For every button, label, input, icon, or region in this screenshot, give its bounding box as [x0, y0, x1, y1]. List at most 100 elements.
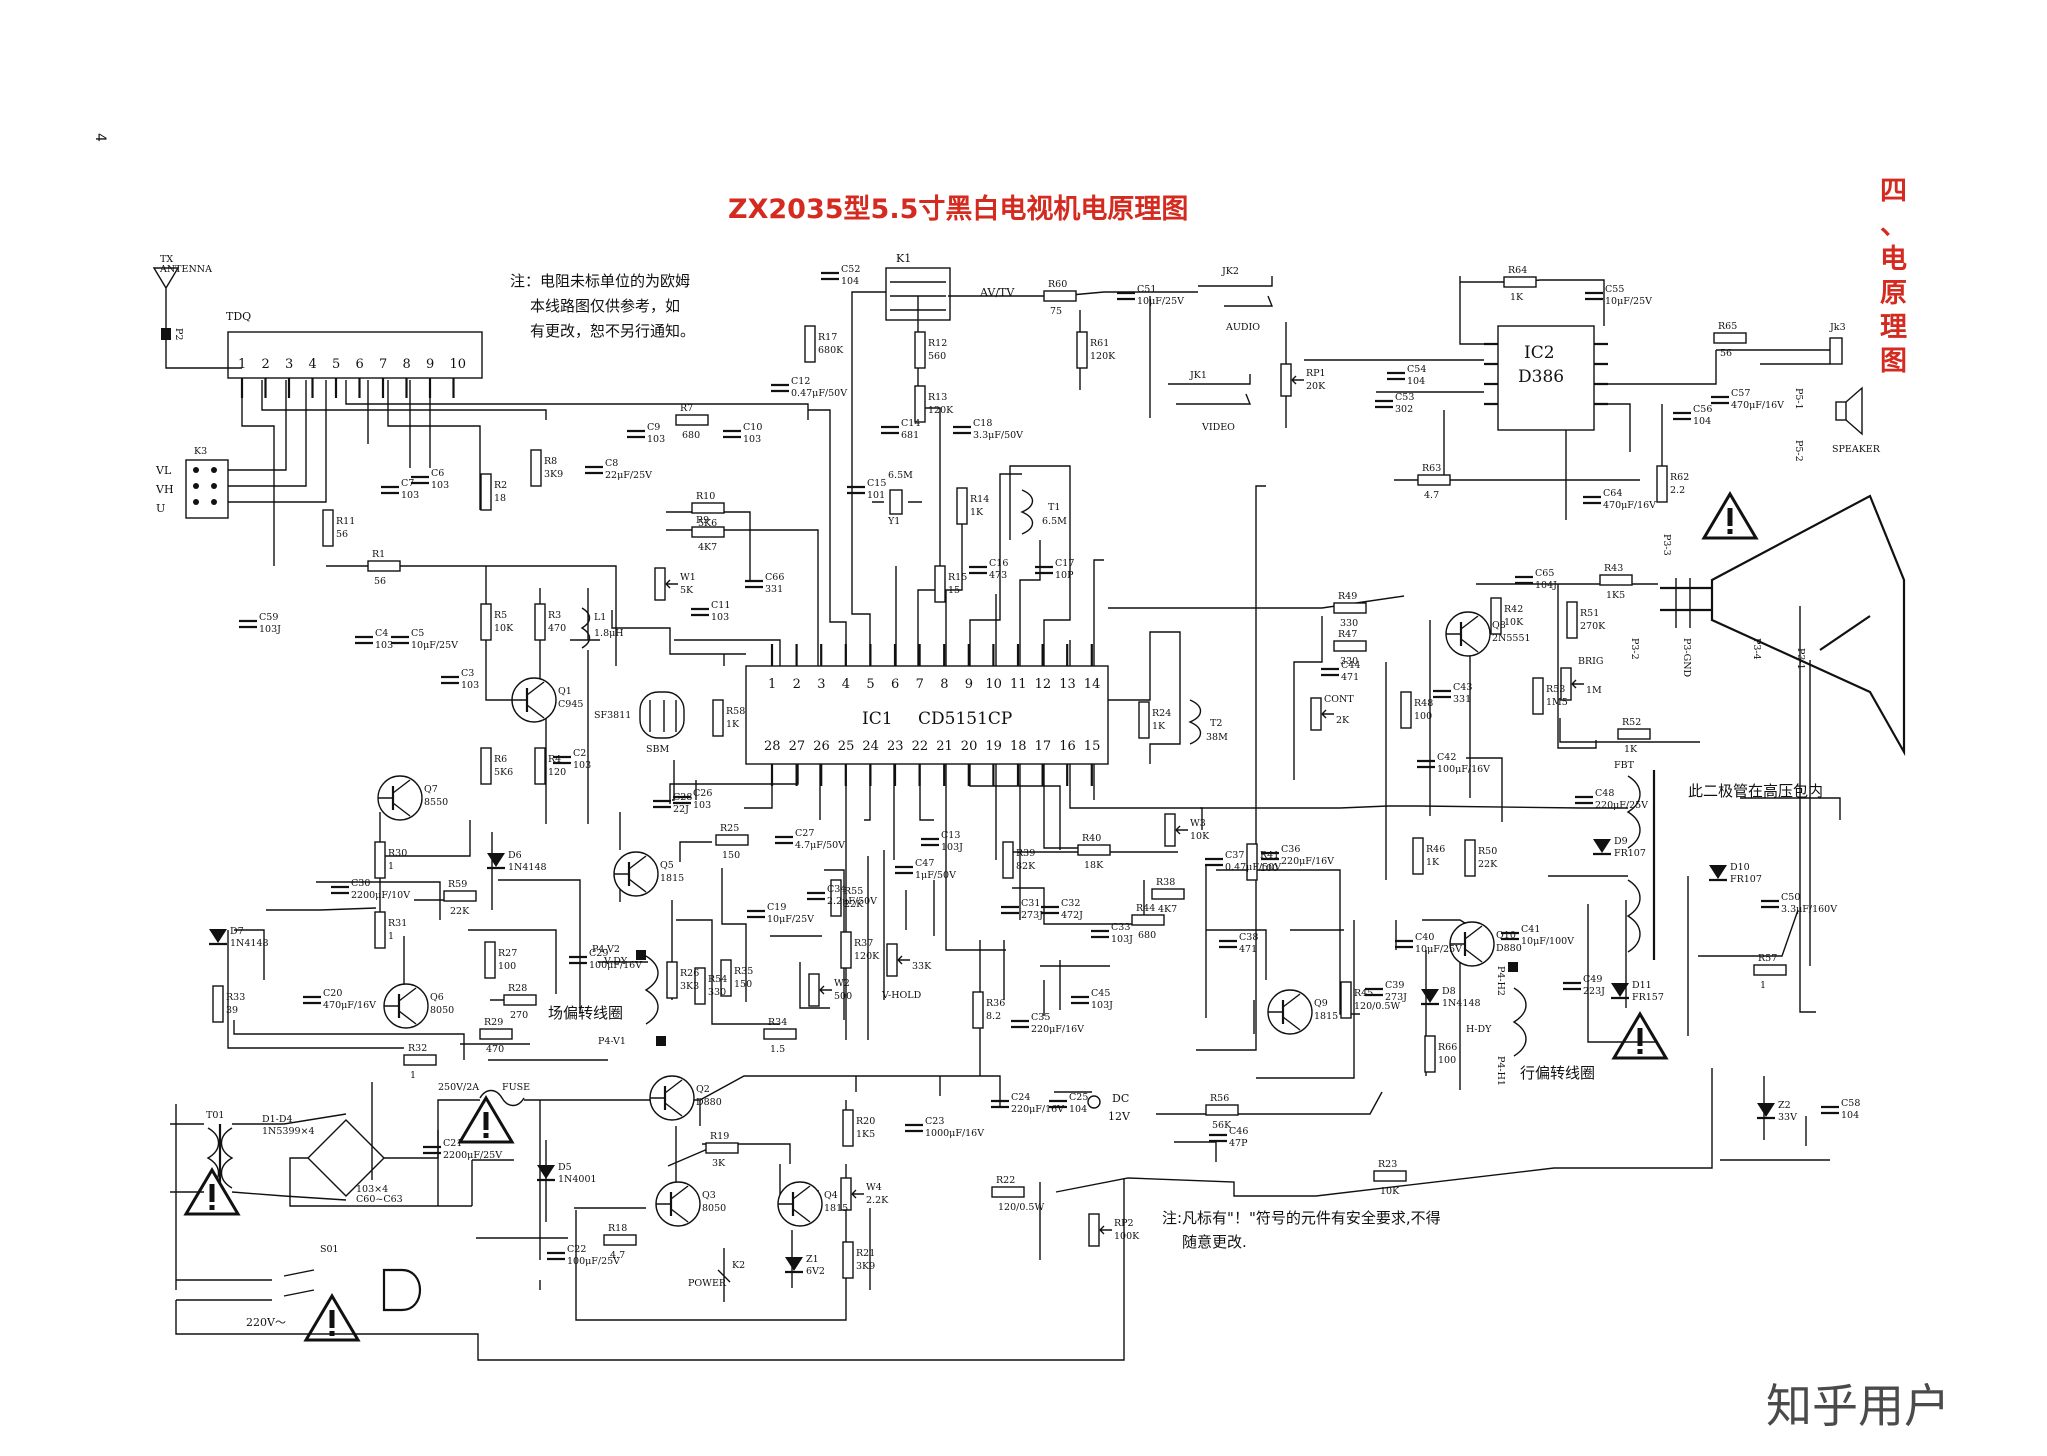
capacitor-ref: C49: [1583, 974, 1602, 985]
p4-v1-label: P4-V1: [598, 1036, 626, 1047]
resistor-value: 1K: [1510, 292, 1524, 303]
video-jack[interactable]: JK1 VIDEO: [1168, 370, 1252, 433]
t1-freq: 6.5M: [1042, 516, 1067, 527]
capacitor-ref: C29: [589, 948, 608, 959]
capacitor-ref: C21: [443, 1138, 462, 1149]
capacitor: [423, 1145, 441, 1155]
capacitor: [691, 607, 709, 617]
resistor-value: 120: [548, 767, 566, 778]
earphone-jack[interactable]: Jk3: [1716, 322, 1846, 365]
capacitor-value: 104: [1069, 1104, 1087, 1115]
capacitor: [771, 383, 789, 393]
diode: [1593, 839, 1611, 856]
resistor: [804, 325, 816, 363]
capacitor-ref: C36: [1281, 844, 1300, 855]
h-dy-label: H-DY: [1466, 1024, 1492, 1035]
resistor-value: 680: [682, 430, 700, 441]
resistor-value: 1K: [1426, 857, 1440, 868]
resistor-ref: R13: [928, 392, 947, 403]
capacitor-ref: C11: [711, 600, 730, 611]
resistor: [1424, 1035, 1436, 1073]
audio-jack[interactable]: JK2 AUDIO: [1198, 266, 1274, 333]
pot-ref: RP2: [1114, 1218, 1134, 1229]
hv-diode-note: 此二极管在高压包内: [1688, 782, 1823, 800]
pot-value: 10K: [1190, 831, 1210, 842]
potentiometer[interactable]: [1164, 813, 1188, 847]
resistor-value: 2.2: [1670, 485, 1685, 496]
capacitor-ref: C26: [693, 788, 712, 799]
capacitor-value: 273J: [1021, 910, 1043, 921]
potentiometer[interactable]: [1310, 697, 1334, 731]
ic1-pin-label: 25: [838, 739, 855, 754]
power-key-k2[interactable]: K2 POWER: [688, 1248, 745, 1302]
potentiometer[interactable]: [1088, 1213, 1112, 1247]
capacitor-ref: C44: [1341, 660, 1360, 671]
resistor-ref: R25: [720, 823, 739, 834]
power-label: POWER: [688, 1278, 727, 1289]
potentiometer[interactable]: [886, 943, 910, 977]
transistor-part: 1815: [660, 873, 684, 884]
svg-text:四、电原理图: 四、电原理图: [1880, 176, 1907, 377]
coil-t2: T2 38M: [1188, 699, 1228, 745]
ic1-pin-label: 12: [1035, 677, 1052, 692]
resistor-ref: R8: [544, 456, 557, 467]
tdq-pin-label: 3: [285, 357, 293, 372]
resistor: [666, 961, 678, 999]
potentiometer[interactable]: [1280, 363, 1304, 397]
resistor-ref: R7: [680, 403, 693, 414]
resistor-ref: R6: [494, 754, 507, 765]
ic1-pin-label: 14: [1084, 677, 1101, 692]
resistor-value: 10K: [1504, 617, 1524, 628]
potentiometer[interactable]: [1560, 667, 1584, 701]
capacitor-ref: C58: [1841, 1098, 1860, 1109]
capacitor: [1515, 575, 1533, 585]
capacitor-ref: C7: [401, 478, 414, 489]
resistor-value: 270: [510, 1010, 528, 1021]
dc-voltage: 12V: [1108, 1110, 1131, 1123]
capacitor: [1011, 1019, 1029, 1029]
capacitor-value: 223J: [1583, 986, 1605, 997]
pot-value: 2.2K: [866, 1195, 889, 1206]
capacitor: [355, 635, 373, 645]
resistor-value: 150: [722, 850, 740, 861]
capacitor-ref: C35: [1031, 1012, 1050, 1023]
resistor-value: 22K: [450, 906, 470, 917]
resistor-ref: R27: [498, 948, 517, 959]
resistor: [212, 985, 224, 1023]
wiring: [170, 276, 1841, 1361]
potentiometer[interactable]: [654, 567, 678, 601]
potentiometer[interactable]: [840, 1177, 864, 1211]
resistor-ref: R37: [854, 938, 873, 949]
ic1-pin-label: 8: [940, 677, 948, 692]
p4-h2-label: P4-H2: [1495, 966, 1506, 996]
pot-ref: W3: [1190, 818, 1206, 829]
transistor-ref: Q2: [696, 1084, 710, 1095]
p5-1-label: P5-1: [1793, 388, 1804, 410]
power-switch-s01[interactable]: S01: [176, 1244, 339, 1301]
resistor: [705, 1142, 739, 1154]
capacitor: [1821, 1105, 1839, 1115]
h-coil-label: 行偏转线圈: [1520, 1064, 1595, 1082]
resistor-value: 680K: [818, 345, 844, 356]
transistor-ref: Q8: [1492, 620, 1506, 631]
capacitor: [775, 835, 793, 845]
capacitor: [1501, 931, 1519, 941]
resistor: [840, 931, 852, 969]
capacitor-ref: C3: [461, 668, 474, 679]
diode: [487, 853, 505, 870]
capacitor-value: 473: [989, 570, 1007, 581]
resistor: [691, 502, 725, 514]
potentiometer[interactable]: [808, 973, 832, 1007]
resistor: [956, 487, 968, 525]
resistor-value: 4K7: [1158, 904, 1177, 915]
tdq-pin-label: 6: [356, 357, 364, 372]
jk3-label: Jk3: [1829, 322, 1846, 333]
video-label: VIDEO: [1201, 422, 1235, 433]
antenna-tx-label: TX: [160, 254, 173, 265]
resistor: [1002, 841, 1014, 879]
speaker-label: SPEAKER: [1832, 444, 1881, 455]
dc-input: DC 12V: [1087, 1092, 1131, 1123]
resistor: [480, 603, 492, 641]
capacitor-ref: C28: [673, 792, 692, 803]
capacitor-ref: C30: [351, 878, 370, 889]
